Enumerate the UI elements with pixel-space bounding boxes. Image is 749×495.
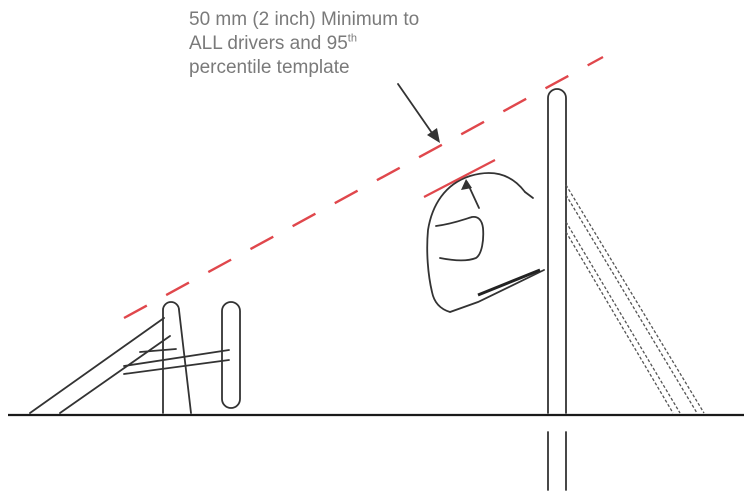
driver-helmet [426,172,545,313]
annotation-leader-arrowhead [427,128,440,143]
clearance-line [123,55,604,320]
annotation-superscript: th [347,32,357,45]
annotation-line-3: percentile template [189,57,350,78]
steering-support [221,301,241,409]
helmet-chin [477,268,541,297]
main-hoop [547,88,567,414]
annotation-line-2-text: ALL drivers and 95 [189,33,348,54]
annotation-line-2: ALL drivers and 95th [189,32,419,56]
helmet-tangent-line [423,159,496,198]
main-hoop-base [547,431,567,491]
annotation-leader-line [397,83,433,134]
annotation-line-1: 50 mm (2 inch) Minimum to [189,9,420,30]
clearance-annotation: 50 mm (2 inch) Minimum to ALL drivers an… [189,8,419,80]
main-hoop-bracing [565,184,705,414]
helmet-arrow-head [461,179,472,190]
front-hoop-bracing [29,317,230,414]
front-hoop [162,301,192,414]
